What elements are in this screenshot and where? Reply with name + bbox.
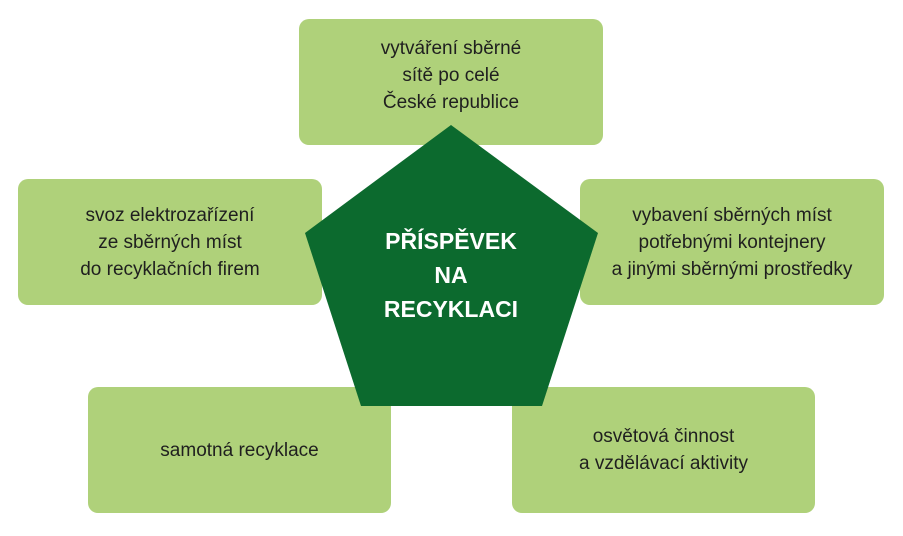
node-text-line: vybavení sběrných míst — [632, 204, 832, 226]
node-recycling-text: samotná recyklace — [160, 437, 318, 464]
node-text-line: potřebnými kontejnery — [638, 231, 826, 253]
node-text-line: osvětová činnost — [592, 426, 735, 447]
center-pentagon — [305, 125, 598, 406]
node-network-building: vytváření sběrné sítě po celé České repu… — [299, 19, 603, 145]
node-network-building-text: vytváření sběrné sítě po celé České repu… — [381, 35, 521, 116]
node-text-line: samotná recyklace — [160, 439, 319, 461]
center-title-line: PŘÍSPĚVEK — [385, 228, 517, 254]
node-education-text: osvětová činnost a vzdělávací aktivity — [579, 423, 748, 477]
node-collection-transport-text: svoz elektrozařízení ze sběrných míst do… — [80, 202, 260, 283]
center-title-line: RECYKLACI — [383, 296, 519, 322]
node-text-line: a jinými sběrnými prostředky — [611, 258, 853, 280]
node-text-line: a vzdělávací aktivity — [579, 453, 748, 474]
node-text-line: vytváření sběrné — [380, 37, 522, 59]
node-text-line: ze sběrných míst — [98, 231, 242, 253]
center-title-line: NA — [434, 262, 468, 288]
node-text-line: sítě po celé — [402, 64, 500, 86]
node-text-line: do recyklačních firem — [80, 258, 260, 280]
center-title: PŘÍSPĚVEK NA RECYKLACI — [351, 224, 551, 326]
node-recycling: samotná recyklace — [88, 387, 391, 513]
node-collection-transport: svoz elektrozařízení ze sběrných míst do… — [18, 179, 322, 305]
node-text-line: České republice — [382, 91, 520, 113]
node-text-line: svoz elektrozařízení — [85, 204, 255, 226]
node-education: osvětová činnost a vzdělávací aktivity — [512, 387, 815, 513]
node-equipment: vybavení sběrných míst potřebnými kontej… — [580, 179, 884, 305]
node-equipment-text: vybavení sběrných míst potřebnými kontej… — [612, 202, 853, 283]
